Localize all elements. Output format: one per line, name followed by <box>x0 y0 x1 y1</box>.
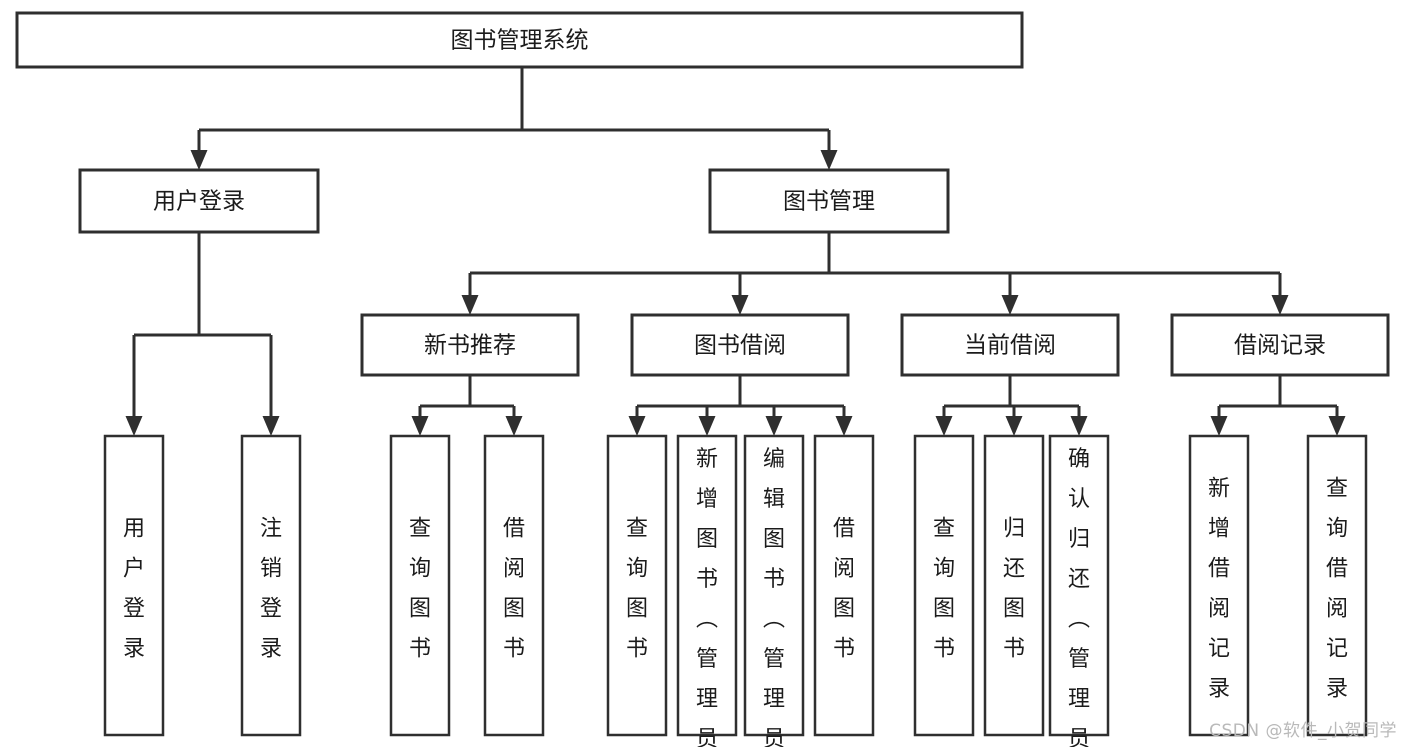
node-new-book-recommend[interactable]: 新书推荐 <box>360 313 580 377</box>
arrow-to-book-manage <box>820 150 838 170</box>
node-leaf-add-record-label: 新增借阅记录 <box>1208 477 1230 702</box>
node-book-borrow-label: 图书借阅 <box>694 333 786 359</box>
arrow-to-leaf-add-record <box>1210 416 1228 436</box>
arrow-to-leaf-query-record <box>1328 416 1346 436</box>
node-current-borrow-box[interactable] <box>900 313 1120 377</box>
node-leaf-borrow-book-2-label: 借阅图书 <box>833 517 855 662</box>
node-leaf-return-book-box[interactable] <box>983 434 1045 737</box>
node-borrow-record[interactable]: 借阅记录 <box>1170 313 1390 377</box>
node-leaf-borrow-book-2[interactable]: 借阅图书 <box>813 434 875 737</box>
node-book-manage-box[interactable] <box>708 168 950 234</box>
node-leaf-user-login-label: 用户登录 <box>123 517 145 662</box>
node-leaf-borrow-book-2-box[interactable] <box>813 434 875 737</box>
node-current-borrow-label: 当前借阅 <box>964 333 1056 359</box>
node-leaf-confirm-return[interactable]: 确认归还︵管理员︶ <box>1048 434 1110 747</box>
arrow-to-leaf-edit-book <box>765 416 783 436</box>
node-leaf-logout-box[interactable] <box>240 434 302 737</box>
arrow-to-leaf-query-book-1 <box>411 416 429 436</box>
node-leaf-query-record[interactable]: 查询借阅记录 <box>1306 434 1368 737</box>
node-new-book-recommend-label: 新书推荐 <box>424 333 516 359</box>
node-leaf-borrow-book-1-label: 借阅图书 <box>503 517 525 662</box>
node-leaf-query-book-3[interactable]: 查询图书 <box>913 434 975 737</box>
node-user-login-box[interactable] <box>78 168 320 234</box>
node-leaf-return-book-label: 归还图书 <box>1003 517 1025 662</box>
node-leaf-edit-book[interactable]: 编辑图书︵管理员︶ <box>743 434 805 747</box>
node-leaf-edit-book-label: 编辑图书︵管理员︶ <box>763 447 785 747</box>
arrow-to-leaf-query-book-2 <box>628 416 646 436</box>
node-root-label: 图书管理系统 <box>451 28 589 54</box>
node-leaf-query-book-1-box[interactable] <box>389 434 451 737</box>
arrow-to-leaf-add-book <box>698 416 716 436</box>
node-borrow-record-box[interactable] <box>1170 313 1390 377</box>
arrow-to-leaf-confirm-return <box>1070 416 1088 436</box>
node-current-borrow[interactable]: 当前借阅 <box>900 313 1120 377</box>
arrow-to-leaf-return-book <box>1005 416 1023 436</box>
node-leaf-user-login-box[interactable] <box>103 434 165 737</box>
node-leaf-logout-label: 注销登录 <box>260 517 282 662</box>
node-leaf-add-record-box[interactable] <box>1188 434 1250 737</box>
arrow-to-leaf-borrow-book-2 <box>835 416 853 436</box>
arrow-to-borrow-record <box>1271 295 1289 315</box>
node-user-login-label: 用户登录 <box>153 189 245 215</box>
arrow-to-leaf-borrow-book-1 <box>505 416 523 436</box>
arrow-to-new-book-recommend <box>461 295 479 315</box>
arrow-to-leaf-logout <box>262 416 280 436</box>
nodes-layer: 图书管理系统用户登录图书管理新书推荐图书借阅当前借阅借阅记录用户登录注销登录查询… <box>15 11 1390 747</box>
node-book-manage[interactable]: 图书管理 <box>708 168 950 234</box>
node-leaf-query-book-3-label: 查询图书 <box>933 517 955 662</box>
node-leaf-borrow-book-1[interactable]: 借阅图书 <box>483 434 545 737</box>
node-leaf-logout[interactable]: 注销登录 <box>240 434 302 737</box>
connectors-layer <box>125 67 1346 436</box>
node-leaf-borrow-book-1-box[interactable] <box>483 434 545 737</box>
node-leaf-confirm-return-box[interactable] <box>1048 434 1110 737</box>
node-leaf-query-record-box[interactable] <box>1306 434 1368 737</box>
node-root-box[interactable] <box>15 11 1024 69</box>
node-leaf-confirm-return-label: 确认归还︵管理员︶ <box>1068 447 1090 747</box>
node-root[interactable]: 图书管理系统 <box>15 11 1024 69</box>
arrow-to-leaf-user-login <box>125 416 143 436</box>
node-leaf-user-login[interactable]: 用户登录 <box>103 434 165 737</box>
node-user-login[interactable]: 用户登录 <box>78 168 320 234</box>
node-leaf-add-book-label: 新增图书︵管理员︶ <box>696 447 718 747</box>
node-book-manage-label: 图书管理 <box>783 189 875 215</box>
csdn-watermark: CSDN @软件_小贺同学 <box>1209 721 1397 741</box>
node-leaf-query-book-1-label: 查询图书 <box>409 517 431 662</box>
node-leaf-query-record-label: 查询借阅记录 <box>1326 477 1348 702</box>
node-leaf-add-book[interactable]: 新增图书︵管理员︶ <box>676 434 738 747</box>
node-leaf-query-book-2[interactable]: 查询图书 <box>606 434 668 737</box>
node-leaf-query-book-2-label: 查询图书 <box>626 517 648 662</box>
node-book-borrow[interactable]: 图书借阅 <box>630 313 850 377</box>
node-leaf-query-book-2-box[interactable] <box>606 434 668 737</box>
arrow-to-user-login <box>190 150 208 170</box>
arrow-to-leaf-query-book-3 <box>935 416 953 436</box>
node-leaf-add-record[interactable]: 新增借阅记录 <box>1188 434 1250 737</box>
node-leaf-add-book-box[interactable] <box>676 434 738 737</box>
node-leaf-edit-book-box[interactable] <box>743 434 805 737</box>
node-leaf-return-book[interactable]: 归还图书 <box>983 434 1045 737</box>
node-leaf-query-book-3-box[interactable] <box>913 434 975 737</box>
arrow-to-book-borrow <box>731 295 749 315</box>
node-borrow-record-label: 借阅记录 <box>1234 333 1326 359</box>
node-leaf-query-book-1[interactable]: 查询图书 <box>389 434 451 737</box>
node-new-book-recommend-box[interactable] <box>360 313 580 377</box>
node-book-borrow-box[interactable] <box>630 313 850 377</box>
arrow-to-current-borrow <box>1001 295 1019 315</box>
